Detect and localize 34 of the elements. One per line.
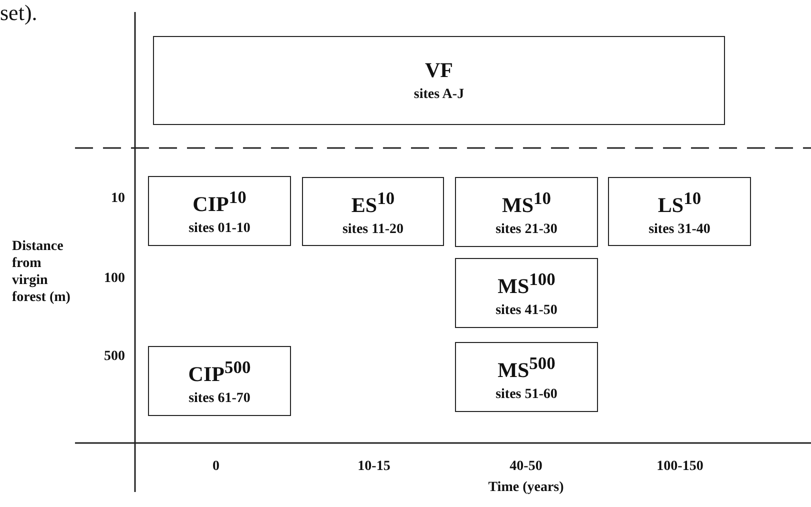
axis-tick-label: 0 (212, 458, 220, 475)
site-range: sites 61-70 (188, 390, 250, 407)
stage-title: LS$^{10}$ (658, 186, 702, 216)
axis-tick-label: 40-50 (508, 458, 544, 475)
axis-tick-label: 10-15 (356, 458, 392, 475)
axis-tick-label: 10 (110, 190, 125, 207)
site-group-box (148, 346, 291, 416)
site-group-box (455, 177, 598, 247)
site-range: sites A-J (414, 86, 464, 103)
stage-title: MS$^{10}$ (502, 187, 551, 217)
stage-title: CIP$^{500}$ (188, 356, 251, 386)
site-group-box (302, 177, 444, 246)
site-range: sites 01-10 (188, 220, 250, 237)
site-group-box (148, 176, 291, 246)
caption-fragment: set). (0, 1, 38, 25)
site-group-box (455, 258, 598, 328)
stage-title: MS$^{500}$ (498, 352, 556, 382)
stage-title: VF (425, 58, 453, 82)
site-group-box (455, 342, 598, 412)
site-group-box (608, 177, 751, 246)
site-range: sites 31-40 (648, 220, 710, 238)
axis-title: Time (years) (487, 479, 565, 496)
axis-tick-label: 100 (103, 270, 125, 287)
stage-title: ES$^{10}$ (351, 186, 395, 216)
site-range: sites 51-60 (496, 386, 558, 403)
axis-tick-label: 100-150 (656, 458, 704, 475)
site-range: sites 41-50 (496, 302, 558, 319)
site-group-box (153, 36, 725, 125)
axis-tick-label: 500 (103, 348, 125, 365)
site-range: sites 21-30 (496, 221, 558, 238)
stage-title: CIP$^{10}$ (192, 186, 246, 216)
stage-title: MS$^{100}$ (498, 268, 556, 298)
site-range: sites 11-20 (342, 220, 404, 238)
axis-title: Distance from virgin forest (m) (12, 238, 72, 306)
